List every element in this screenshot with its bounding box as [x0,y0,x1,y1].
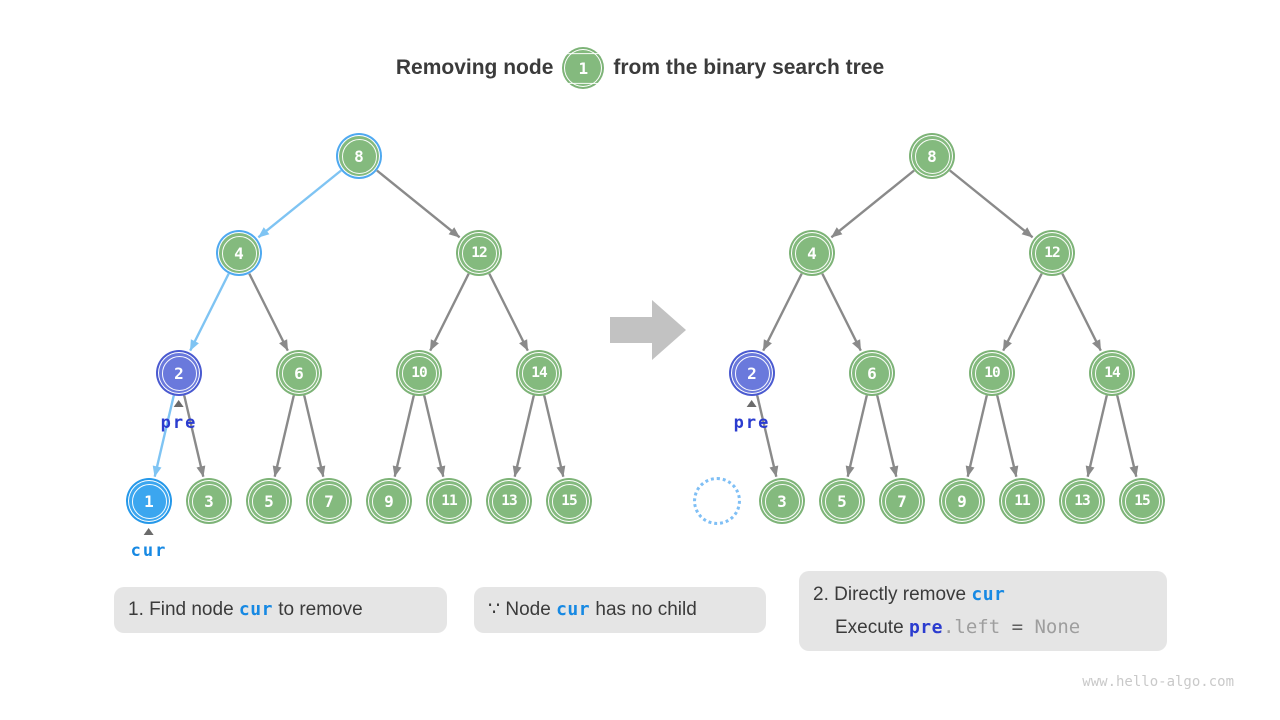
tree-edge-10-11 [996,395,1019,478]
caption-line: ∵ Node cur has no child [474,594,766,626]
watermark: www.hello-algo.com [1082,674,1234,690]
tree-edge-14-13 [1085,395,1108,478]
tree-node-7: 7 [882,481,922,521]
tree-edge-6-7 [876,395,899,478]
tree-edge-2-3 [183,395,206,478]
tree-edge-8-4 [830,169,915,239]
tree-node-15: 15 [1122,481,1162,521]
caption-segment: has no child [590,599,697,620]
caption-segment: ∵ Node [488,599,557,620]
tree-node-2: 2 [732,353,772,393]
caption-segment: cur [971,583,1006,605]
caption-line: 2. Directly remove cur [799,579,1167,611]
caption-box-1: 1. Find node cur to remove [114,587,447,633]
caption-line: Execute pre.left = None [799,611,1167,644]
tree-node-5: 5 [822,481,862,521]
tree-edge-4-6 [821,273,862,352]
tree-node-11: 11 [1002,481,1042,521]
tree-node-12: 12 [459,233,499,273]
pointer-cur: cur [131,528,168,561]
tree-edge-10-11 [423,395,446,478]
tree-edge-6-5 [845,395,868,478]
pointer-pre: pre [161,400,198,433]
caption-segment: to remove [272,599,363,620]
tree-edge-12-10 [429,273,470,352]
title-node-badge: 1 [565,50,602,86]
caption-line: 1. Find node cur to remove [114,594,447,626]
tree-node-9: 9 [369,481,409,521]
pointer-pre: pre [734,400,771,433]
tree-node-14: 14 [1092,353,1132,393]
caption-segment: cur [556,599,591,620]
tree-node-14: 14 [519,353,559,393]
tree-edge-8-12 [376,169,461,239]
tree-node-4: 4 [219,233,259,273]
tree-node-12: 12 [1032,233,1072,273]
caret-up-icon [747,400,757,407]
tree-node-5: 5 [249,481,289,521]
pointer-label-pre: pre [733,413,771,433]
tree-node-15: 15 [549,481,589,521]
transition-arrow-shaft [610,317,652,343]
tree-node-7: 7 [309,481,349,521]
tree-edge-6-7 [303,395,326,478]
caption-segment: 2. Directly remove [813,583,972,605]
tree-node-6: 6 [279,353,319,393]
tree-node-3: 3 [762,481,802,521]
caption-segment: Execute [835,616,909,638]
title-node-badge-value: 1 [578,58,589,78]
tree-node-4: 4 [792,233,832,273]
transition-arrow-icon [610,300,686,360]
tree-node-13: 13 [1062,481,1102,521]
tree-node-11: 11 [429,481,469,521]
pointer-label-pre: pre [160,413,198,433]
tree-node-2: 2 [159,353,199,393]
tree-edge-10-9 [392,395,415,478]
tree-edge-12-14 [1061,273,1102,352]
tree-node-1: 1 [129,481,169,521]
caption-segment: .left [942,615,1001,638]
tree-edge-4-2 [762,273,803,352]
caption-segment: = [1000,615,1035,638]
tree-edge-2-3 [756,395,779,478]
tree-edge-6-5 [272,395,295,478]
tree-edge-12-14 [488,273,529,352]
tree-edge-10-9 [965,395,988,478]
tree-edge-4-6 [248,273,289,352]
tree-edge-14-15 [543,395,566,478]
tree-edge-14-13 [512,395,535,478]
transition-arrow-head [652,300,686,360]
caption-segment: 1. Find node [128,599,239,620]
caption-segment: None [1034,615,1081,638]
tree-edge-8-12 [949,169,1034,239]
tree-node-9: 9 [942,481,982,521]
pointer-label-cur: cur [130,541,168,561]
tree-edge-12-10 [1002,273,1043,352]
tree-node-8: 8 [339,136,379,176]
tree-edge-4-2 [189,273,230,352]
tree-node-8: 8 [912,136,952,176]
caret-up-icon [174,400,184,407]
tree-node-10: 10 [972,353,1012,393]
removed-node-placeholder [693,477,741,525]
page-title: Removing node 1 from the binary search t… [0,50,1280,86]
caption-segment: pre [908,616,943,638]
caret-up-icon [144,528,154,535]
tree-node-6: 6 [852,353,892,393]
tree-edge-8-4 [257,169,342,239]
tree-edge-2-1 [152,395,175,478]
caption-segment: cur [238,599,273,620]
tree-node-3: 3 [189,481,229,521]
caption-box-2: ∵ Node cur has no child [474,587,766,633]
tree-edge-14-15 [1116,395,1139,478]
tree-node-13: 13 [489,481,529,521]
tree-node-10: 10 [399,353,439,393]
